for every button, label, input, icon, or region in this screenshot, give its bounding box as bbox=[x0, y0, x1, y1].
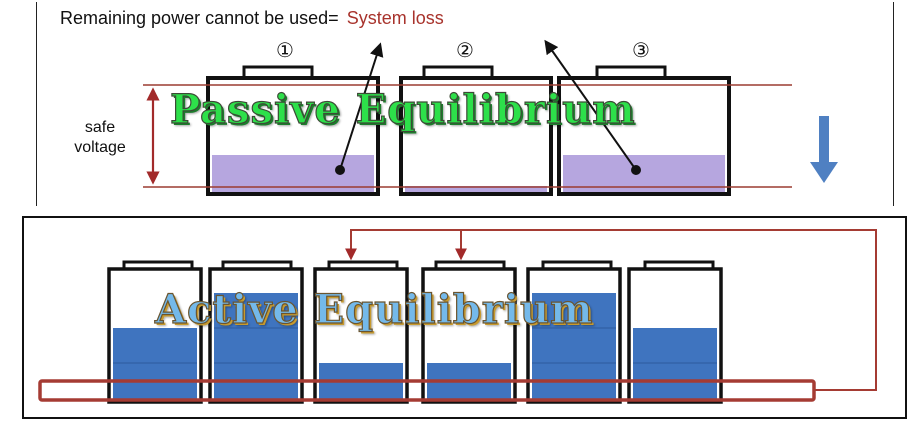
safe-voltage-line2: voltage bbox=[74, 139, 126, 156]
loss-arrow-2 bbox=[544, 39, 637, 171]
loss-point-2 bbox=[631, 165, 641, 175]
passive-equilibrium-panel bbox=[36, 2, 894, 206]
energy-transfer-path bbox=[345, 229, 877, 391]
active-equilibrium-title: Active Equilibrium bbox=[154, 285, 594, 333]
battery-body bbox=[399, 76, 553, 196]
passive-cell-2 bbox=[399, 65, 553, 196]
safe-voltage-label: safe voltage bbox=[58, 118, 142, 158]
cell-label-3: ③ bbox=[632, 40, 650, 62]
charge-level bbox=[113, 328, 197, 400]
charge-level bbox=[212, 155, 374, 192]
system-loss-statement: Remaining power cannot be used= System lo… bbox=[60, 8, 444, 29]
passive-cell-3 bbox=[557, 65, 731, 196]
passive-equilibrium-title: Passive Equilibrium bbox=[169, 85, 636, 133]
active-equilibrium-panel bbox=[22, 216, 907, 419]
charge-level bbox=[405, 186, 547, 192]
safe-voltage-line1: safe bbox=[84, 119, 116, 136]
cell-label-1: ① bbox=[276, 40, 294, 62]
loss-arrow-1 bbox=[339, 42, 384, 171]
cell-label-2: ② bbox=[456, 40, 474, 62]
system-loss-text: System loss bbox=[346, 8, 444, 28]
passive-cell-1 bbox=[206, 65, 380, 196]
charge-level bbox=[633, 328, 717, 400]
loss-point-1 bbox=[335, 165, 345, 175]
charge-level bbox=[563, 155, 725, 192]
discharge-down-arrow bbox=[810, 116, 838, 183]
statement-text: Remaining power cannot be used= bbox=[60, 8, 339, 28]
charge-dividers bbox=[113, 327, 717, 364]
